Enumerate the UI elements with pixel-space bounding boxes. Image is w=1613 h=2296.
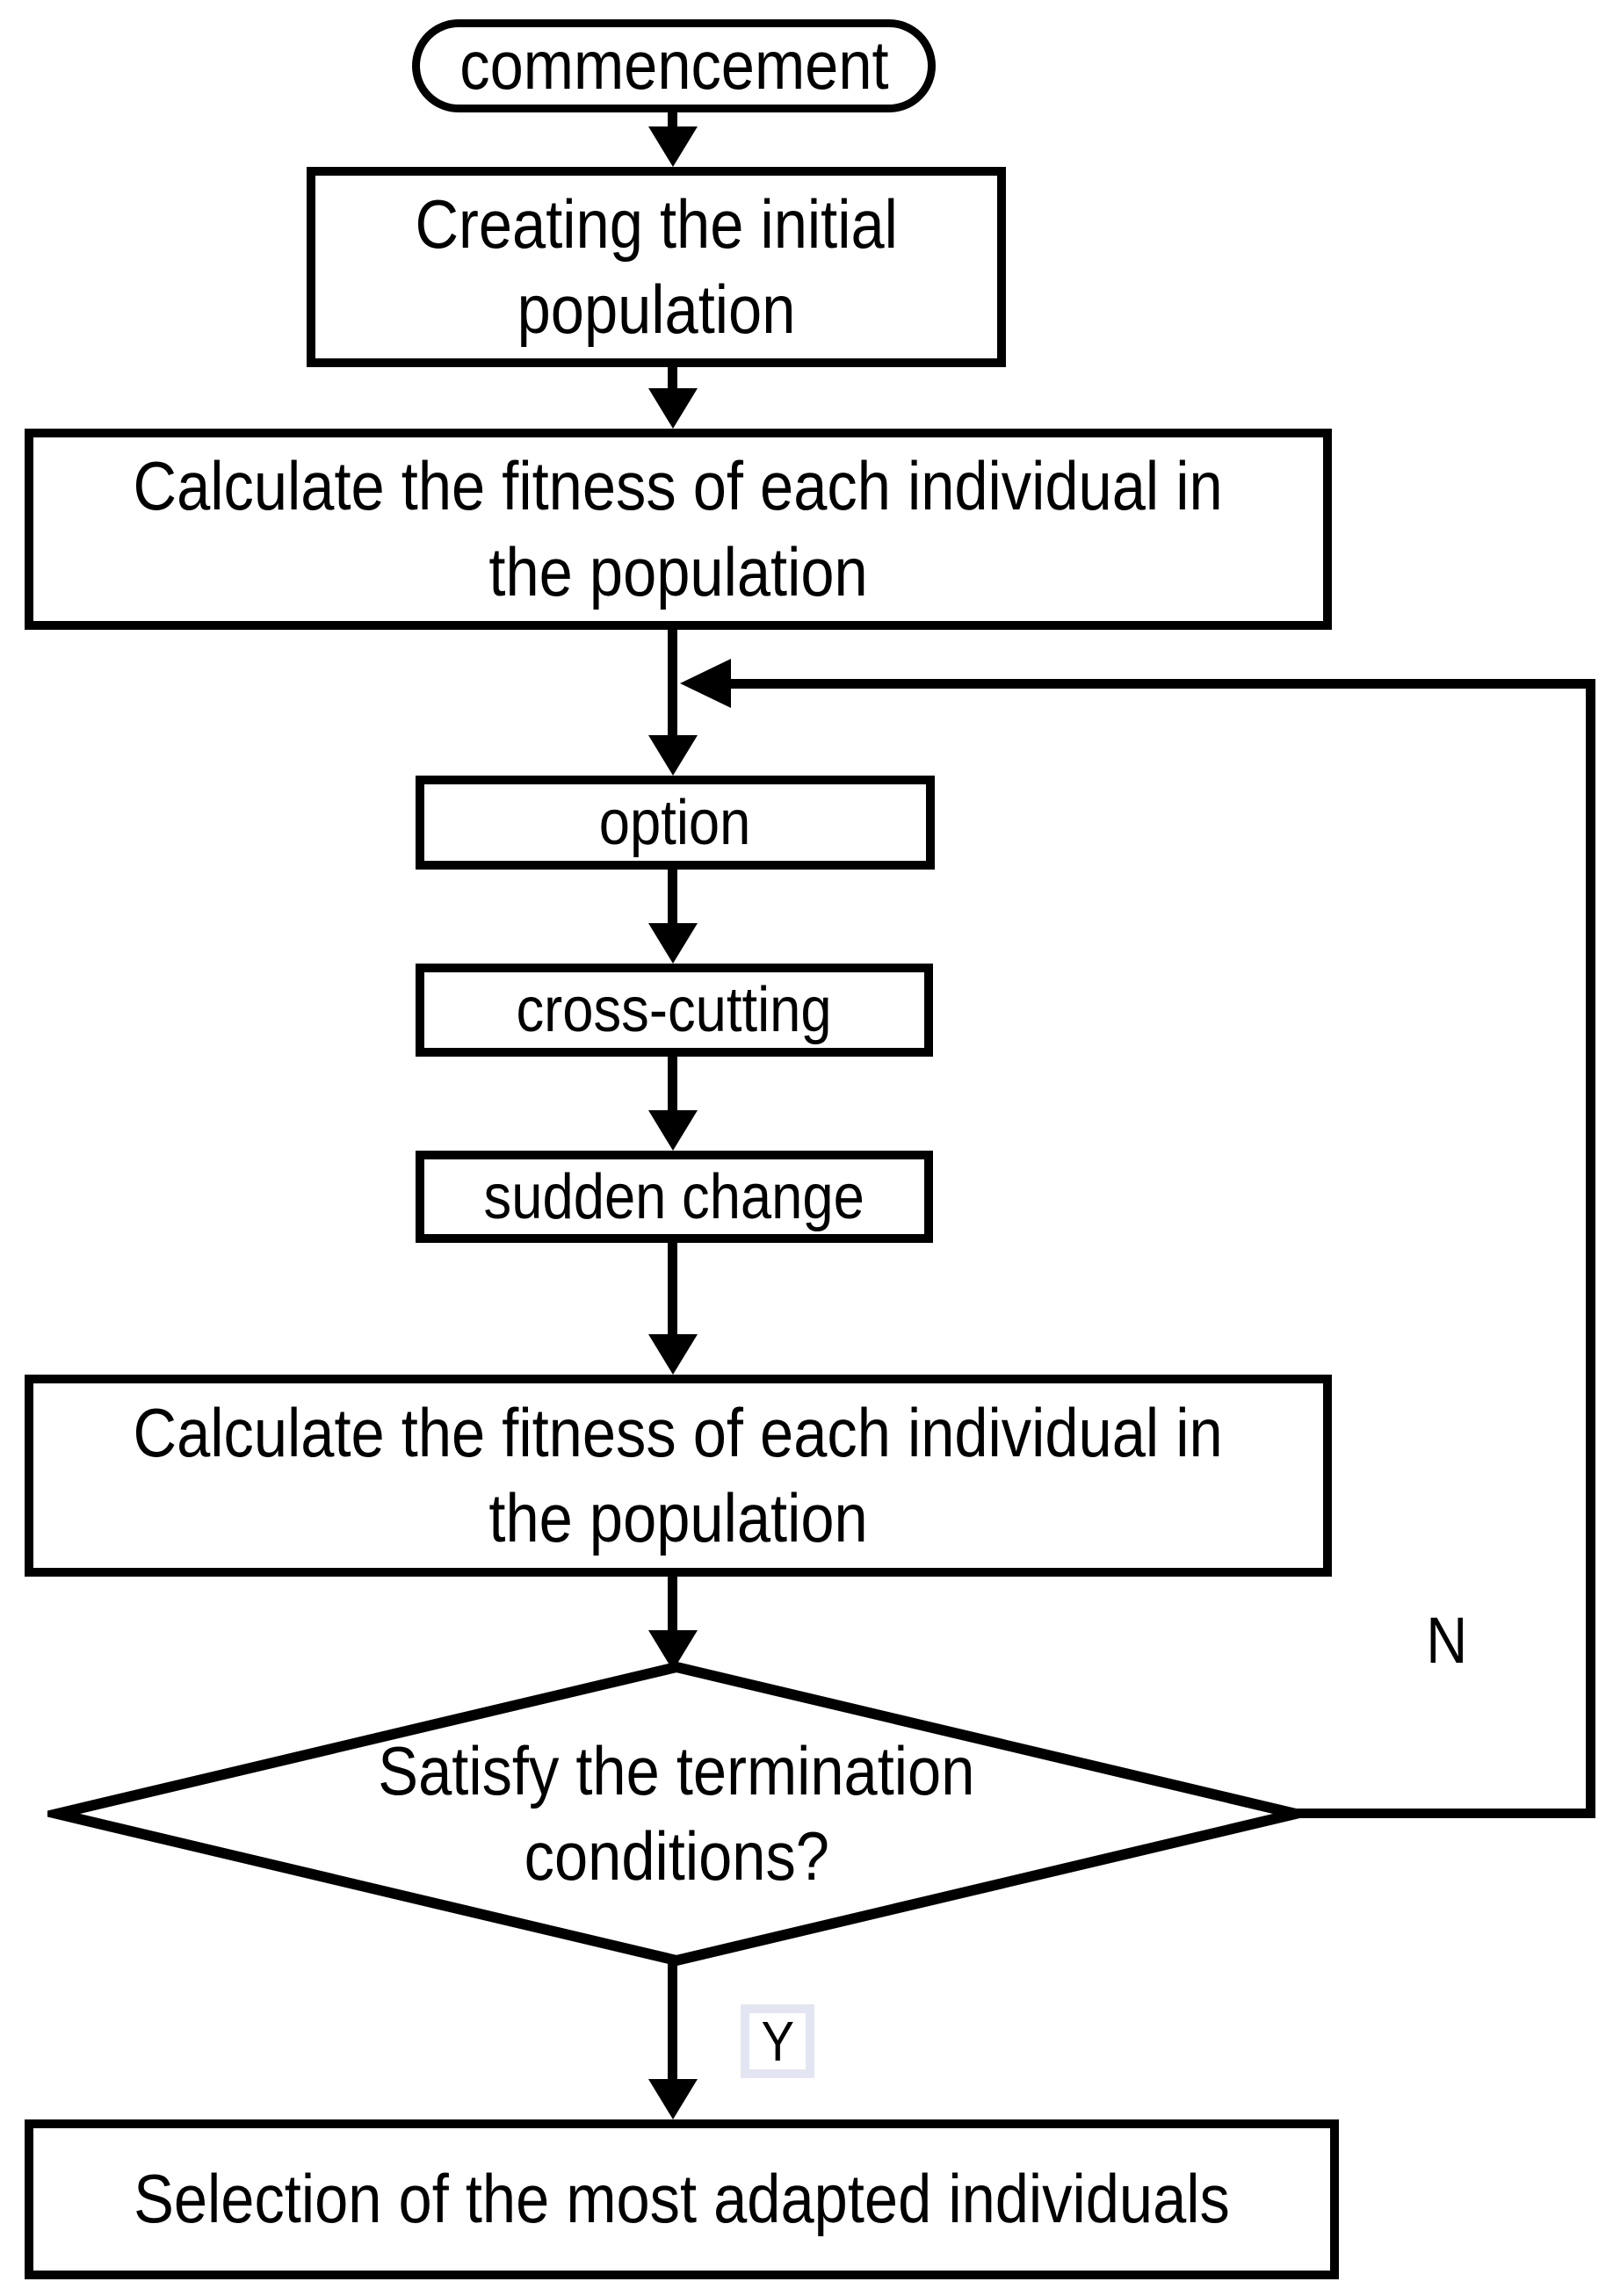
create-population-label-line2: population bbox=[517, 271, 796, 348]
no-branch-letter: N bbox=[1426, 1603, 1468, 1677]
fitness-new-label-line1: Calculate the fitness of each individual… bbox=[133, 1393, 1224, 1471]
cross-cutting-label: cross-cutting bbox=[516, 975, 833, 1045]
selection-node: Selection of the most adapted individual… bbox=[25, 2119, 1339, 2279]
selection-label: Selection of the most adapted individual… bbox=[134, 2160, 1230, 2238]
arrowhead-sudden-to-fitness-new bbox=[648, 1334, 698, 1375]
fitness-initial-label-line2: the population bbox=[488, 532, 868, 610]
decision-label-line2: conditions? bbox=[524, 1817, 829, 1895]
option-label: option bbox=[599, 787, 751, 858]
start-label: commencement bbox=[459, 26, 889, 105]
connector-create-to-fitness bbox=[668, 367, 677, 393]
fitness-initial-node: Calculate the fitness of each individual… bbox=[25, 429, 1332, 630]
start-node: commencement bbox=[412, 19, 936, 112]
create-population-node: Creating the initial population bbox=[307, 167, 1006, 367]
arrowhead-create-to-fitness bbox=[648, 388, 698, 429]
connector-sudden-to-fitness-new bbox=[668, 1243, 677, 1338]
connector-decision-to-selection bbox=[668, 1957, 677, 2082]
decision-label-line1: Satisfy the termination bbox=[378, 1731, 975, 1809]
fitness-initial-label-line1: Calculate the fitness of each individual… bbox=[133, 447, 1224, 524]
fitness-new-node: Calculate the fitness of each individual… bbox=[25, 1375, 1332, 1577]
arrowhead-fitness-to-option bbox=[648, 735, 698, 776]
arrowhead-decision-to-selection bbox=[648, 2079, 698, 2119]
connector-fitness-to-option bbox=[668, 630, 677, 742]
yes-branch-label: Y bbox=[741, 2004, 814, 2078]
loop-arrowhead bbox=[680, 659, 731, 708]
sudden-change-node: sudden change bbox=[416, 1151, 933, 1243]
no-branch-label: N bbox=[1403, 1599, 1491, 1683]
arrowhead-cross-to-sudden bbox=[648, 1110, 698, 1151]
cross-cutting-node: cross-cutting bbox=[416, 964, 933, 1057]
connector-option-to-cross bbox=[668, 870, 677, 927]
loop-top-line bbox=[731, 679, 1595, 689]
decision-label: Satisfy the termination conditions? bbox=[325, 1726, 1028, 1902]
arrowhead-option-to-cross bbox=[648, 923, 698, 964]
create-population-label-line1: Creating the initial bbox=[415, 184, 898, 263]
loop-right-line bbox=[1586, 679, 1595, 1818]
loop-bottom-line bbox=[1291, 1809, 1595, 1818]
connector-cross-to-sudden bbox=[668, 1057, 677, 1113]
sudden-change-label: sudden change bbox=[483, 1161, 865, 1232]
yes-branch-letter: Y bbox=[761, 2010, 794, 2073]
arrowhead-start-to-create bbox=[648, 126, 698, 167]
option-node: option bbox=[416, 776, 935, 870]
connector-start-to-create bbox=[668, 112, 677, 134]
connector-fitness-new-to-decision bbox=[668, 1577, 677, 1632]
fitness-new-label-line2: the population bbox=[488, 1479, 868, 1556]
